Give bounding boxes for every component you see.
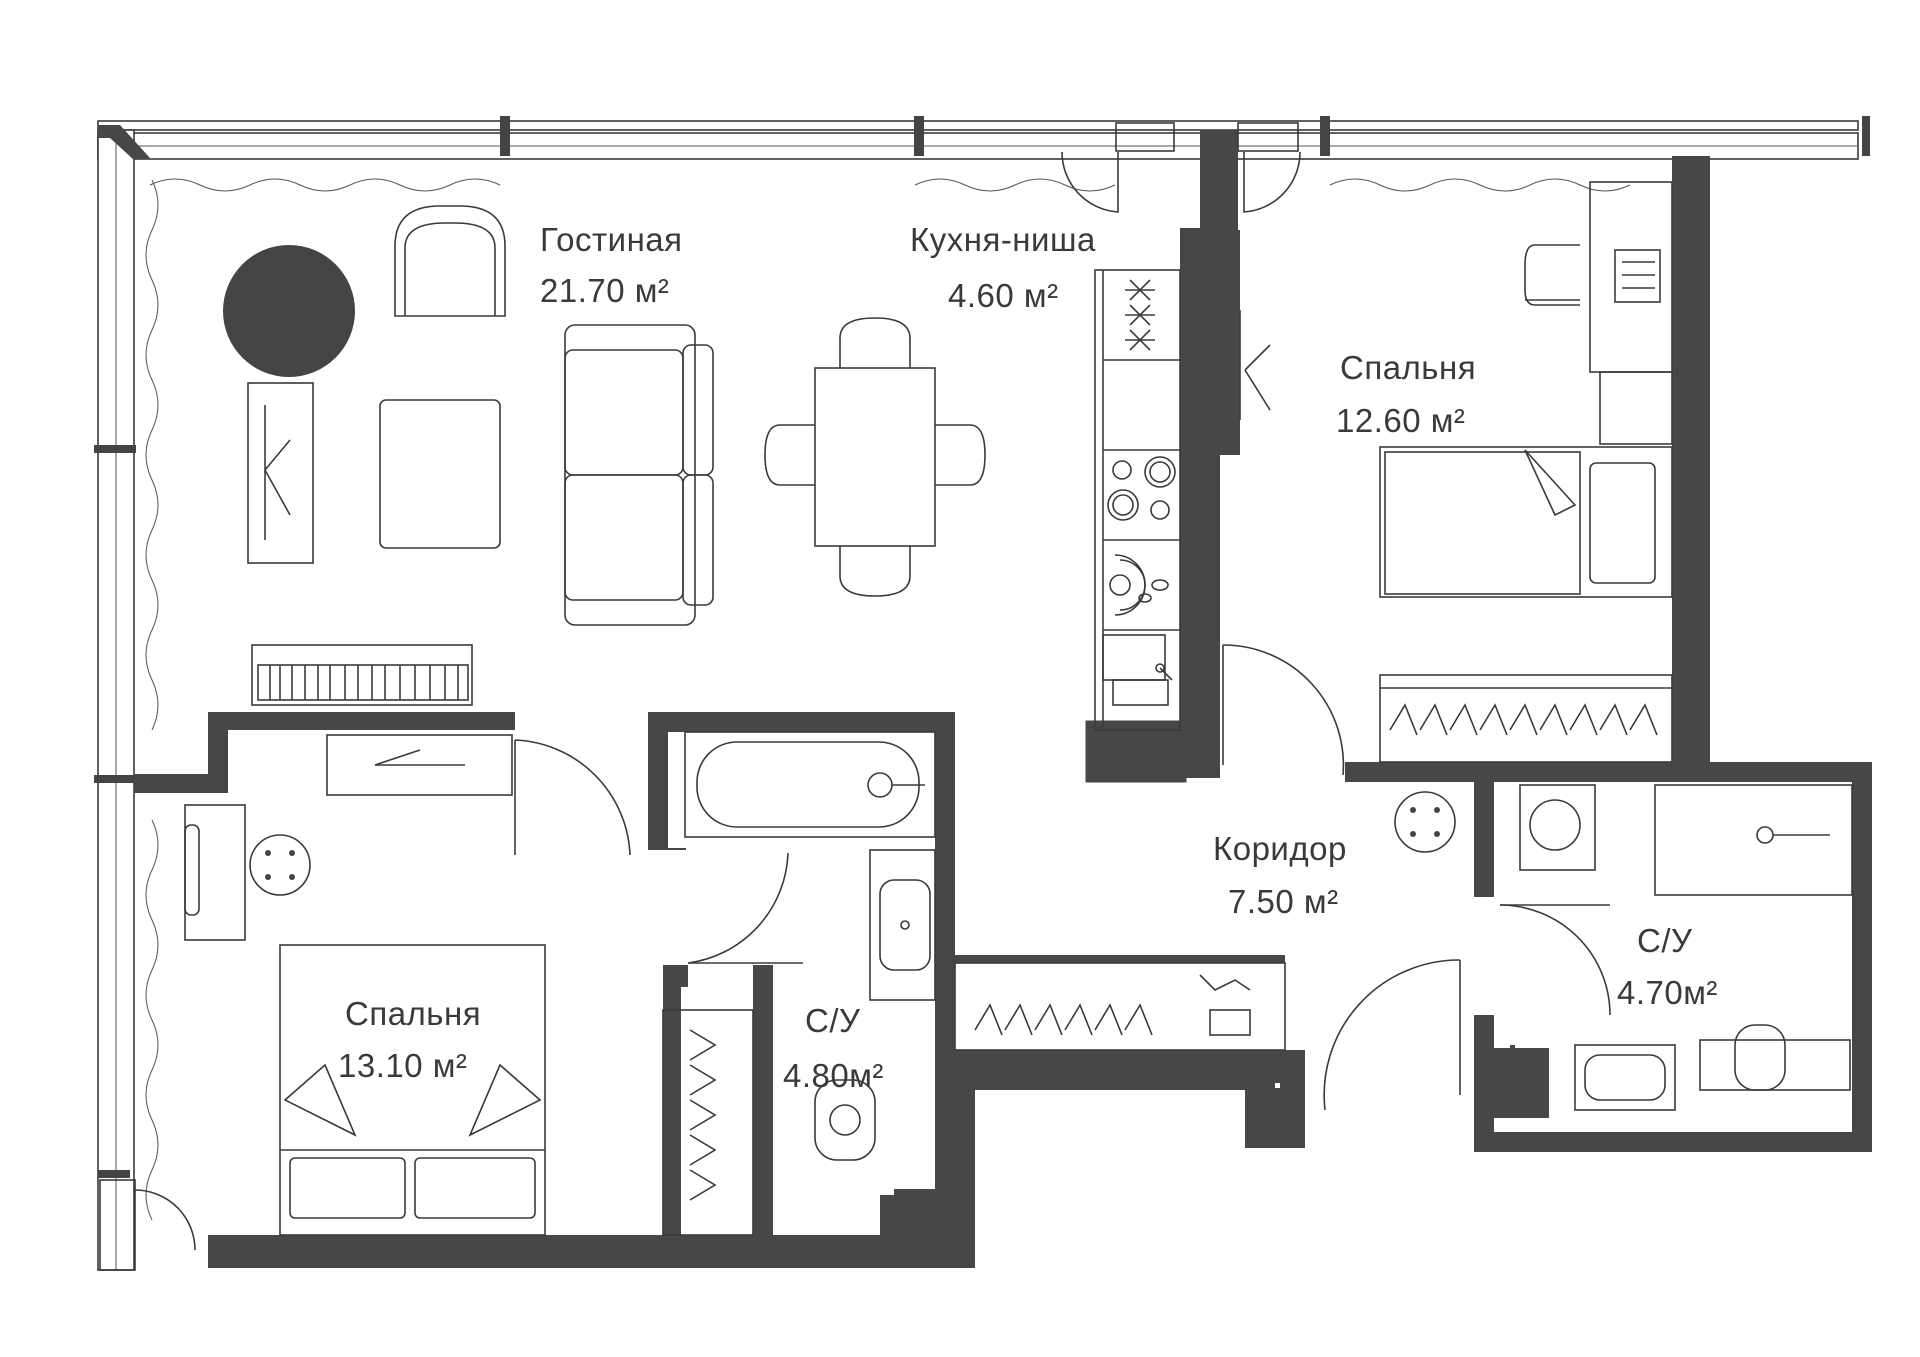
bathtub-icon xyxy=(684,731,936,838)
room-corridor-name: Коридор xyxy=(1213,830,1347,867)
room-bedroom-left-name: Спальня xyxy=(345,995,481,1032)
dresser-icon xyxy=(326,734,513,796)
stool-icon xyxy=(249,834,311,896)
bed-right-icon xyxy=(1379,446,1673,598)
toilet-left-icon xyxy=(814,1079,876,1161)
walls xyxy=(94,116,1872,1271)
room-bath-right-area: 4.70м² xyxy=(1617,974,1718,1011)
shower-icon xyxy=(1654,784,1853,896)
toilet-right-icon xyxy=(1734,1024,1786,1091)
room-bedroom-right-name: Спальня xyxy=(1340,349,1476,386)
room-labels: Гостиная 21.70 м² Кухня-ниша 4.60 м² Спа… xyxy=(338,221,1718,1094)
washing-machine-icon xyxy=(1529,799,1581,851)
room-bath-left-area: 4.80м² xyxy=(783,1057,884,1094)
closet-corridor-icon xyxy=(954,962,1286,1051)
wardrobe-right-icon xyxy=(1379,674,1673,763)
sink-left-icon xyxy=(869,849,936,1001)
room-living-area: 21.70 м² xyxy=(540,272,669,309)
room-living-name: Гостиная xyxy=(540,221,683,258)
room-bedroom-left-area: 13.10 м² xyxy=(338,1047,467,1084)
sink-right-icon xyxy=(1574,1044,1676,1111)
bed-left-icon xyxy=(279,944,546,1236)
laptop-icon xyxy=(1614,249,1661,303)
dining-table-icon xyxy=(764,317,986,597)
room-kitchen-area: 4.60 м² xyxy=(948,277,1059,314)
wardrobe-left-icon xyxy=(662,1009,754,1236)
round-table-icon xyxy=(223,245,355,377)
armchair-icon xyxy=(394,205,506,317)
tv-stand-icon xyxy=(247,382,314,564)
bookshelf-icon xyxy=(251,644,473,706)
room-kitchen-name: Кухня-ниша xyxy=(910,221,1096,258)
coffee-table-icon xyxy=(379,399,501,549)
room-bath-right-name: С/У xyxy=(1637,922,1693,959)
office-chair-icon xyxy=(1524,244,1580,306)
room-corridor-area: 7.50 м² xyxy=(1228,883,1339,920)
sofa-icon xyxy=(564,324,714,626)
room-bath-left-name: С/У xyxy=(805,1002,861,1039)
room-bedroom-right-area: 12.60 м² xyxy=(1336,402,1465,439)
furniture xyxy=(99,122,1853,1271)
kitchen-counter-icon xyxy=(1094,269,1181,731)
